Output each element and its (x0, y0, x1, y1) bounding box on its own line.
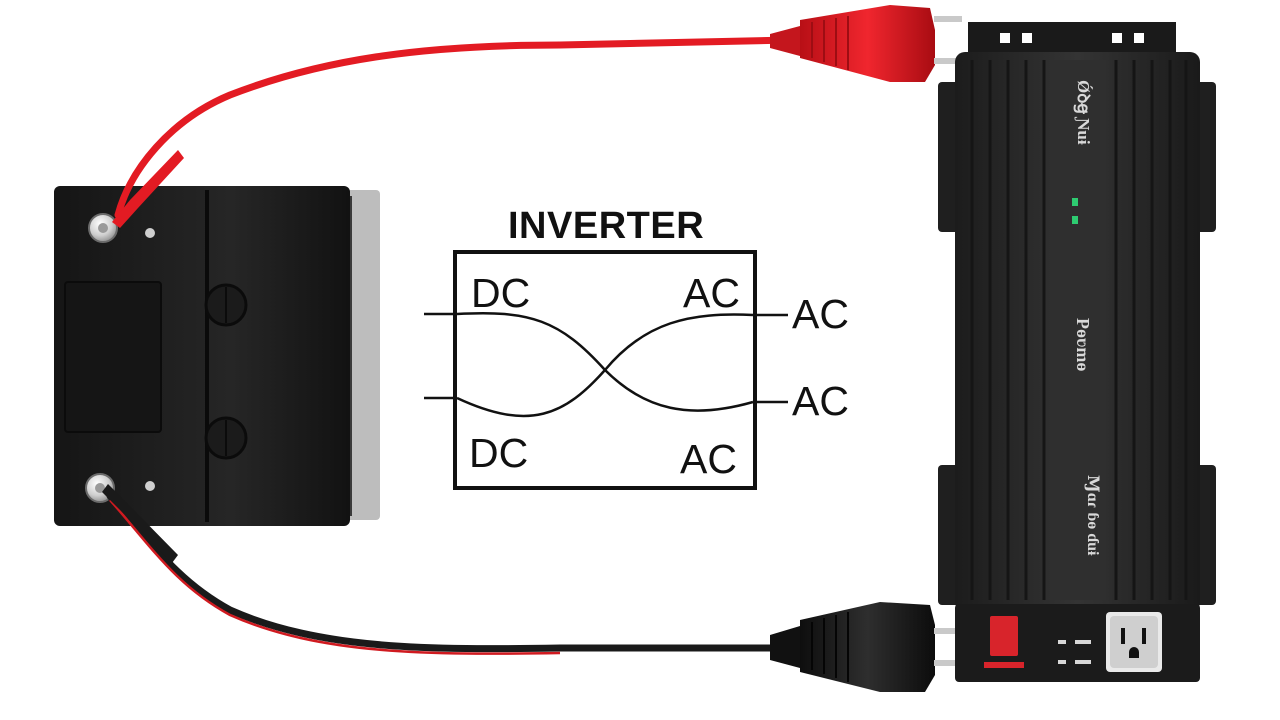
positive-cable (112, 5, 962, 228)
negative-clamp-sleeve (102, 484, 178, 563)
inverter-device (938, 22, 1216, 682)
black-plug-prong-bottom (934, 660, 962, 666)
battery-body (54, 186, 350, 526)
battery-label-panel (64, 281, 162, 433)
black-plug (800, 602, 935, 692)
positive-marker-icon (145, 228, 155, 238)
inverter-top-bracket (968, 22, 1176, 52)
red-plug-prong-bottom (934, 58, 962, 64)
power-switch[interactable] (990, 616, 1018, 656)
crossing-curve-b (456, 313, 754, 418)
outlet-ground (1129, 647, 1139, 658)
power-led-icon (1072, 216, 1078, 224)
positive-clamp-sleeve (112, 150, 184, 228)
battery (54, 186, 380, 526)
negative-marker-icon (145, 481, 155, 491)
outlet-slot-left (1121, 628, 1125, 644)
status-led-icon (1072, 198, 1078, 206)
inverter-center-panel (1054, 60, 1106, 600)
red-plug (800, 5, 935, 82)
black-plug-prong-top (934, 628, 962, 634)
red-plug-prong-top (934, 16, 962, 22)
inverter-heatsink-ribs (970, 60, 1188, 600)
inverter-diagram (424, 250, 788, 490)
outlet-slot-right (1142, 628, 1146, 644)
negative-cable (102, 484, 962, 692)
